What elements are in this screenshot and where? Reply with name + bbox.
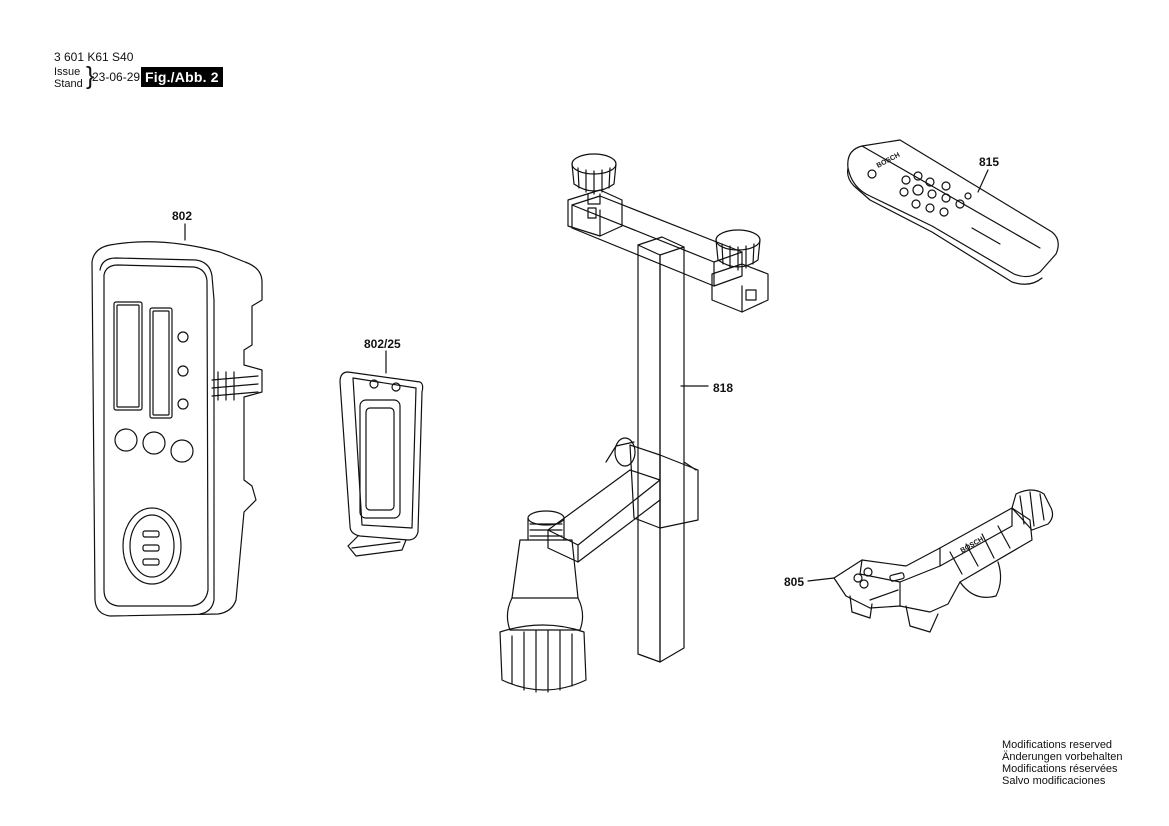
remote-brand-text: BOSCH xyxy=(876,152,902,170)
footer-line-en: Modifications reserved xyxy=(1002,739,1113,751)
part-label-818: 818 xyxy=(713,381,733,395)
clamp-brand-text: BOSCH xyxy=(960,536,985,555)
part-802-25-battery-cover[interactable]: 802/25 xyxy=(339,337,424,557)
part-label-802-25: 802/25 xyxy=(364,337,401,351)
figure-label: Fig./Abb. 2 xyxy=(141,67,223,87)
part-802-receiver[interactable]: 802 xyxy=(91,209,263,617)
modifications-notice: Modifications reserved Änderungen vorbeh… xyxy=(1002,739,1122,787)
stand-label: Stand xyxy=(54,78,83,90)
issue-stand-labels: Issue Stand xyxy=(54,66,83,90)
part-label-805: 805 xyxy=(784,575,804,589)
part-label-815: 815 xyxy=(979,155,999,169)
footer-line-es: Salvo modificaciones xyxy=(1002,775,1106,787)
part-815-remote[interactable]: 815 BOSCH xyxy=(847,139,1059,285)
footer-line-fr: Modifications réservées xyxy=(1002,763,1118,775)
part-label-802: 802 xyxy=(172,209,192,223)
issue-date: 23-06-29 xyxy=(92,70,141,84)
footer-line-de: Änderungen vorbehalten xyxy=(1002,751,1123,763)
part-805-clamp[interactable]: 805 BOSCH xyxy=(784,489,1054,633)
document-number: 3 601 K61 S40 xyxy=(54,50,134,64)
issue-label: Issue xyxy=(54,66,81,78)
part-818-mount[interactable]: 818 xyxy=(499,153,769,693)
brace-symbol: } xyxy=(86,62,95,90)
